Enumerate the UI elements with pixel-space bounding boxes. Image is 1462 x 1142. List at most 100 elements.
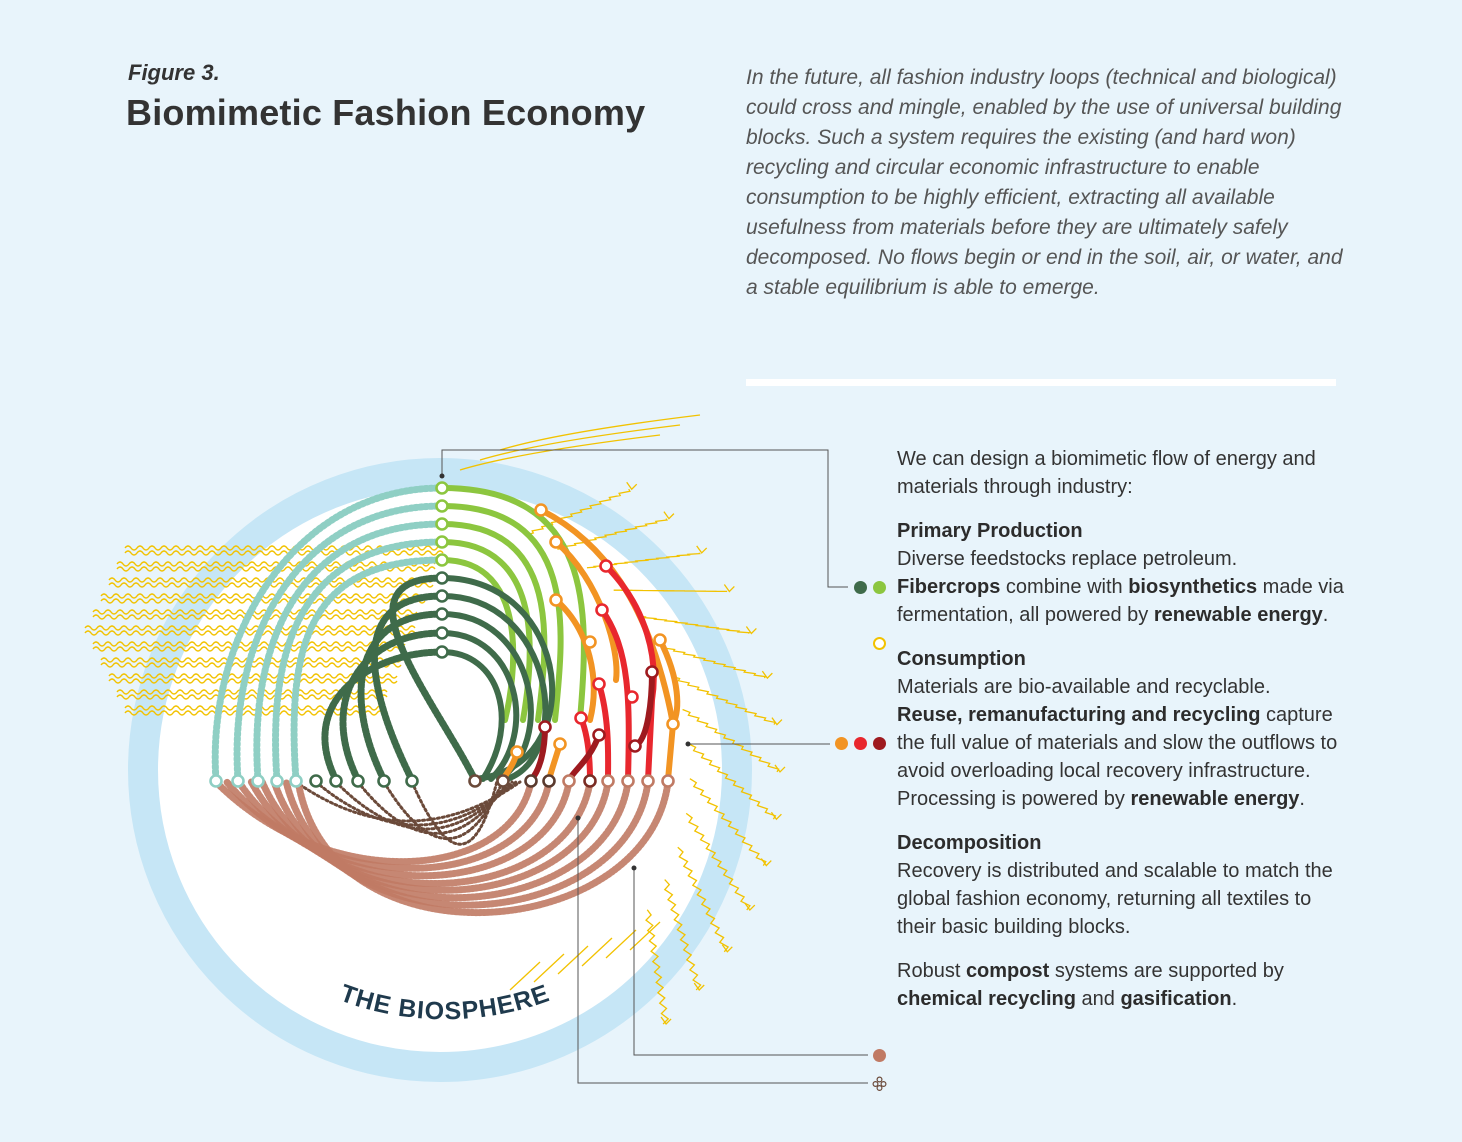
biosynthetic-node [435, 481, 449, 495]
consumption-loop [596, 681, 612, 783]
energy-arrow-right-head [663, 511, 675, 520]
production-callout-dot [439, 473, 445, 479]
compost-t2: systems are supported by [1049, 960, 1284, 982]
energy-arrow-right-head [696, 545, 708, 554]
energy-arrow-right-head [760, 858, 772, 867]
loop-nodes [209, 481, 680, 788]
energy-arrow-right-head [761, 670, 773, 680]
energy-wave-left-b [100, 598, 426, 604]
consumption-node [574, 711, 588, 725]
pale-biosynthetic-loop [290, 556, 446, 784]
fibercrop-loop-right [439, 611, 534, 782]
primary-t2: made via fermentation, all powered by [897, 576, 1344, 626]
divider-rule [746, 379, 1336, 386]
biosynthetic-pale-loops [211, 484, 446, 784]
pale-node [231, 774, 245, 788]
consumption-node [549, 535, 563, 549]
energy-arrow-right [557, 518, 669, 550]
energy-arrow-right-head [693, 982, 705, 992]
chemical-callout-dot [575, 815, 581, 821]
energy-arrow-right [688, 743, 777, 820]
compost-node [661, 774, 675, 788]
production-loops [321, 485, 587, 784]
chemical-node [468, 774, 482, 788]
panel-lead: We can design a biomimetic flow of energ… [897, 448, 1316, 498]
consumption-node [595, 603, 609, 617]
primary-production-heading: Primary Production [897, 520, 1083, 542]
gasification-term: gasification [1120, 988, 1232, 1010]
energy-wave-left-b [92, 646, 406, 652]
consumption-t2: . [1299, 788, 1305, 810]
remanufacture-legend-dot [854, 737, 867, 750]
consumption-t1: capture the full value of materials and … [897, 704, 1338, 810]
consumption-node [645, 665, 659, 679]
energy-arrow-right-head [660, 1016, 672, 1025]
fibercrop-loop-right [439, 649, 505, 782]
pale-biosynthetic-loop [272, 538, 446, 784]
energy-arrow-right [663, 879, 702, 991]
energy-arrow-right-head [721, 944, 733, 953]
chemical-callout [577, 818, 868, 1084]
fibercrop-bottom-node [329, 774, 343, 788]
energy-arrow-right-head [723, 584, 735, 593]
fibercrop-loop-left [389, 574, 479, 784]
compost-t3: and [1075, 988, 1121, 1010]
pale-node [209, 774, 223, 788]
consumption-line1: Materials are bio-available and recyclab… [897, 676, 1271, 698]
energy-arrow-bottom [557, 945, 589, 975]
fibercrop-loop-right [439, 593, 549, 782]
callout-lines [439, 449, 868, 1084]
dark-node [524, 774, 538, 788]
fibercrop-bottom-node [377, 774, 391, 788]
fibercrop-node [435, 645, 449, 659]
energy-arrow-right [689, 778, 767, 866]
consumption-node [510, 745, 524, 759]
energy-wave-left [92, 641, 406, 647]
biomimetic-flow-diagram: THE BIOSPHERE [84, 414, 868, 1084]
compost-loop [270, 778, 632, 902]
renewable-energy-term: renewable energy [1153, 604, 1323, 626]
energy-arrow-right [685, 812, 751, 911]
energy-arrow-right [636, 615, 751, 634]
decomposition-heading: Decomposition [897, 832, 1042, 854]
compost-node [621, 774, 635, 788]
energy-arrow-right [677, 846, 730, 953]
energy-arrow-right-head [744, 902, 756, 912]
primary-production-text: Diverse feedstocks replace petroleum. Fi… [897, 545, 1347, 629]
energy-wave-left-b [84, 630, 416, 636]
decomposition-text: Recovery is distributed and scalable to … [897, 860, 1333, 938]
energy-arrow-right [613, 589, 728, 593]
biosynthetic-node [435, 517, 449, 531]
energy-arrow-right [682, 708, 780, 773]
energy-arrow-bottom [533, 953, 565, 983]
compost-loop [294, 778, 672, 916]
consumption-node [592, 677, 606, 691]
recycle-legend-dot [873, 737, 886, 750]
consumption-node [599, 559, 613, 573]
energy-arrow-bottom [509, 961, 541, 991]
energy-arrow-bottom [605, 929, 637, 959]
pale-node [270, 774, 284, 788]
energy-wave-left-b [92, 614, 418, 620]
energy-wave-left [116, 561, 436, 567]
production-callout [441, 449, 848, 588]
biosphere-circle [128, 458, 752, 1082]
energy-arrow-right [671, 675, 777, 725]
fibercrop-loop-left [321, 648, 446, 784]
compost-t4: . [1231, 988, 1238, 1010]
pale-biosynthetic-loop [211, 484, 446, 784]
figure-title: Biomimetic Fashion Economy [126, 92, 646, 133]
consumption-text: Materials are bio-available and recyclab… [897, 673, 1347, 813]
pale-biosynthetic-loop [233, 502, 446, 784]
reuse-term: Reuse, remanufacturing and recycling [897, 704, 1261, 726]
consumption-loop [599, 607, 632, 783]
consumption-node [549, 593, 563, 607]
consumption-callout-dot [685, 741, 691, 747]
chemical-recycling-legend-icon [872, 1076, 887, 1092]
consumption-loop [553, 597, 597, 723]
fibercrop-bottom-node [309, 774, 323, 788]
energy-arrow-right [525, 488, 631, 536]
fibercrops-term: Fibercrops [897, 576, 1001, 598]
dark-node [542, 774, 556, 788]
energy-arrow-right [645, 909, 670, 1025]
